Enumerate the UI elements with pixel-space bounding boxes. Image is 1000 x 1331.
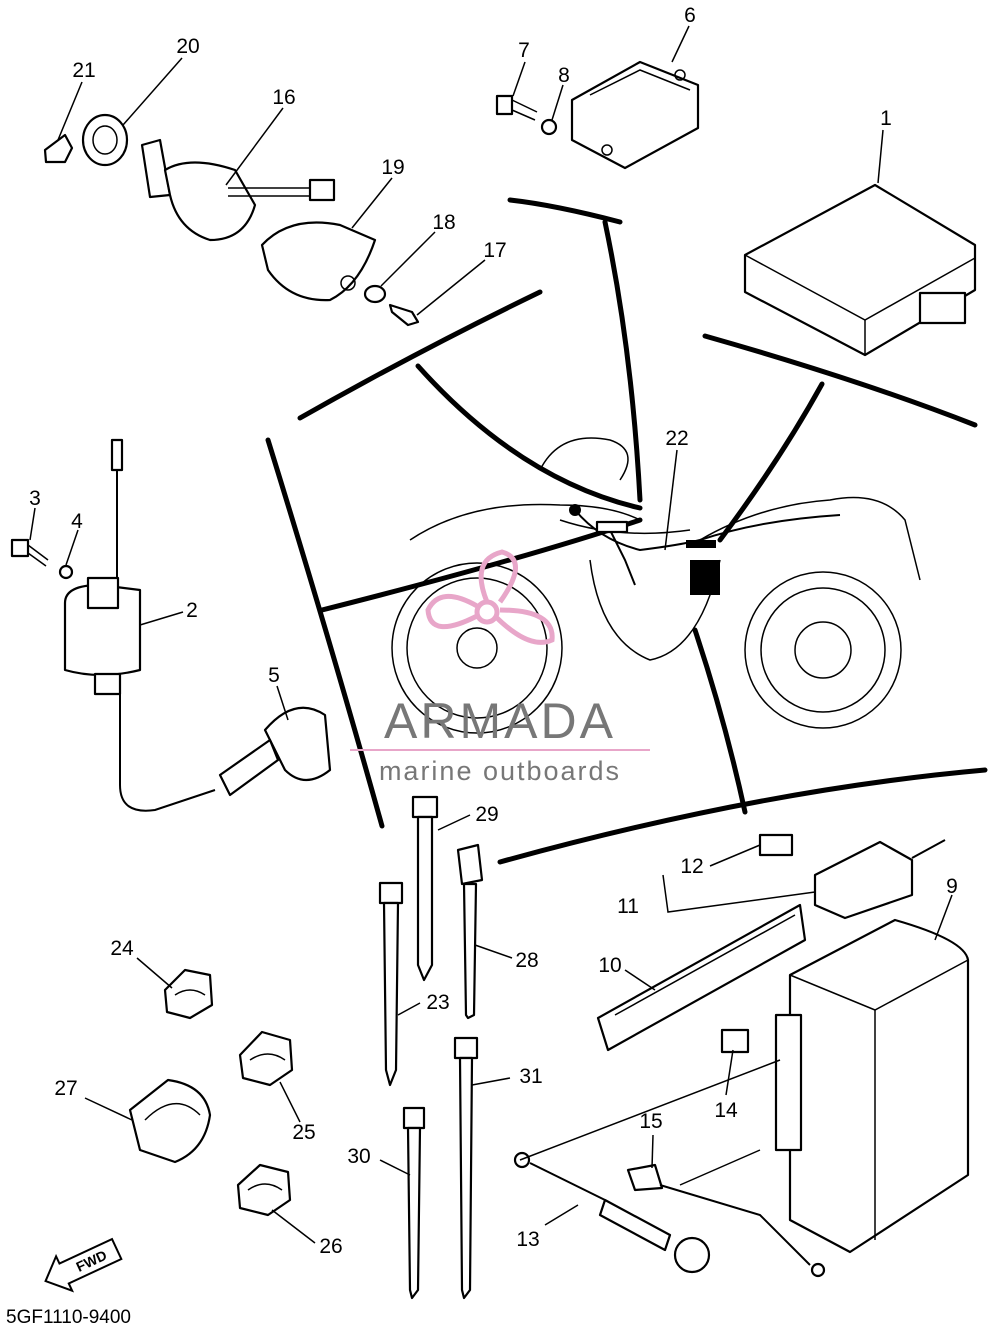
watermark-propeller-hub	[474, 599, 500, 625]
callout-1: 1	[880, 107, 892, 130]
part-screw-17	[388, 303, 420, 327]
callout-5: 5	[268, 664, 280, 687]
part-clamp-27	[128, 1078, 212, 1164]
part-holder-14	[720, 1028, 750, 1054]
wire-harness	[569, 504, 841, 595]
part-clamp-26	[236, 1163, 292, 1217]
watermark-propeller-blade	[425, 594, 479, 630]
part-grommet-20	[81, 113, 129, 167]
part-battery-cable-13	[513, 1151, 711, 1274]
part-clamp-25	[238, 1030, 294, 1087]
part-cable-tie-29	[411, 795, 439, 982]
watermark-name: ARMADA	[384, 693, 616, 749]
part-rectifier	[570, 60, 700, 170]
part-washer-8	[540, 118, 558, 136]
callout-31: 31	[519, 1065, 542, 1088]
callout-26: 26	[319, 1235, 342, 1258]
callout-30: 30	[347, 1145, 370, 1168]
callout-18: 18	[432, 211, 455, 234]
callout-11: 11	[617, 895, 639, 918]
part-number-code: 5GF1110-9400	[6, 1307, 131, 1328]
watermark-tagline: marine outboards	[379, 756, 621, 786]
leader-lines	[29, 25, 953, 1244]
part-bolt-7	[495, 94, 538, 121]
part-washer-4	[58, 564, 74, 580]
callout-25: 25	[292, 1121, 315, 1144]
callout-17: 17	[483, 239, 506, 262]
part-plug-cap	[218, 706, 332, 797]
callout-13: 13	[516, 1228, 539, 1251]
part-fuse-connector	[813, 839, 946, 920]
part-clamp-24	[163, 968, 214, 1020]
callout-12: 12	[680, 855, 703, 878]
part-clip-12	[758, 833, 794, 857]
callout-29: 29	[475, 803, 498, 826]
callout-4: 4	[71, 510, 83, 533]
callout-14: 14	[714, 1099, 738, 1122]
part-battery	[774, 918, 970, 1254]
callout-23: 23	[426, 991, 449, 1014]
callout-19: 19	[381, 156, 404, 179]
callout-2: 2	[186, 599, 198, 622]
part-cable-tie-31	[453, 1036, 479, 1300]
callout-21: 21	[72, 59, 95, 82]
part-ecu-unit	[743, 183, 977, 357]
part-cable-15	[626, 1163, 826, 1278]
callout-27: 27	[54, 1077, 77, 1100]
watermark-logo: ARMADA marine outboards	[350, 549, 650, 786]
part-bolt-3	[10, 538, 49, 567]
part-washer-18	[363, 284, 387, 304]
fwd-arrow: FWD	[44, 1237, 123, 1293]
callout-7: 7	[518, 39, 530, 62]
callout-8: 8	[558, 64, 570, 87]
part-cable-tie-28	[456, 843, 484, 1020]
callout-labels: 1 2 3 4 5 6 7 8 9 10 11 12 13 14 15 16 1…	[29, 4, 958, 1258]
part-main-switch	[140, 138, 336, 242]
callout-28: 28	[515, 949, 538, 972]
callout-20: 20	[176, 35, 199, 58]
part-cap-21	[43, 133, 74, 164]
watermark-propeller-blade	[478, 549, 518, 604]
part-cable-tie-23	[378, 881, 404, 1087]
callout-15: 15	[639, 1110, 662, 1133]
watermark-propeller-blade	[495, 607, 555, 645]
part-ignition-coil	[63, 438, 216, 812]
callout-3: 3	[29, 487, 41, 510]
part-cable-tie-30	[402, 1106, 426, 1300]
callout-22: 22	[665, 427, 688, 450]
callout-16: 16	[272, 86, 295, 109]
part-switch-cover	[260, 221, 377, 302]
callout-24: 24	[110, 937, 134, 960]
part-battery-band	[596, 903, 807, 1052]
callout-9: 9	[946, 875, 958, 898]
callout-10: 10	[598, 954, 621, 977]
motorcycle-outline	[391, 437, 921, 734]
section-dividers	[265, 197, 988, 865]
callout-6: 6	[684, 4, 696, 27]
